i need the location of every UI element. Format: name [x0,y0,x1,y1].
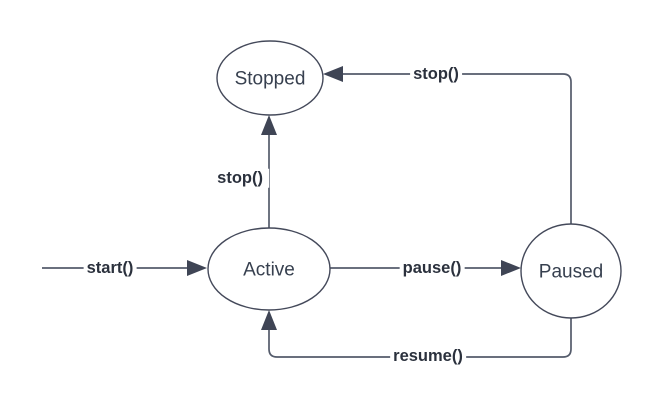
edge-stop-active[interactable] [261,115,277,228]
edge-stop-paused-arrowhead [323,66,343,82]
node-paused-label: Paused [539,262,603,283]
node-stopped-shape [216,40,324,116]
node-paused[interactable]: Paused [520,223,622,319]
edge-stop-active-arrowhead [261,115,277,135]
edge-label-stop-paused[interactable]: stop() [410,64,462,84]
node-stopped-label: Stopped [235,69,306,90]
edge-stop-paused[interactable] [323,66,572,224]
node-active-shape [207,227,331,311]
node-active-label: Active [243,260,295,281]
node-stopped[interactable]: Stopped [216,40,324,116]
edge-label-start[interactable]: start() [83,258,137,278]
node-active[interactable]: Active [207,227,331,311]
edge-resume-arrowhead [261,310,277,330]
edge-label-stop-active[interactable]: stop() [214,168,269,188]
edge-label-resume[interactable]: resume() [390,346,466,366]
edge-start-arrowhead [187,260,207,276]
edge-pause-arrowhead [501,260,521,276]
edge-stop-paused-line [341,73,572,224]
node-paused-shape [520,223,622,319]
edge-label-pause[interactable]: pause() [399,258,465,278]
